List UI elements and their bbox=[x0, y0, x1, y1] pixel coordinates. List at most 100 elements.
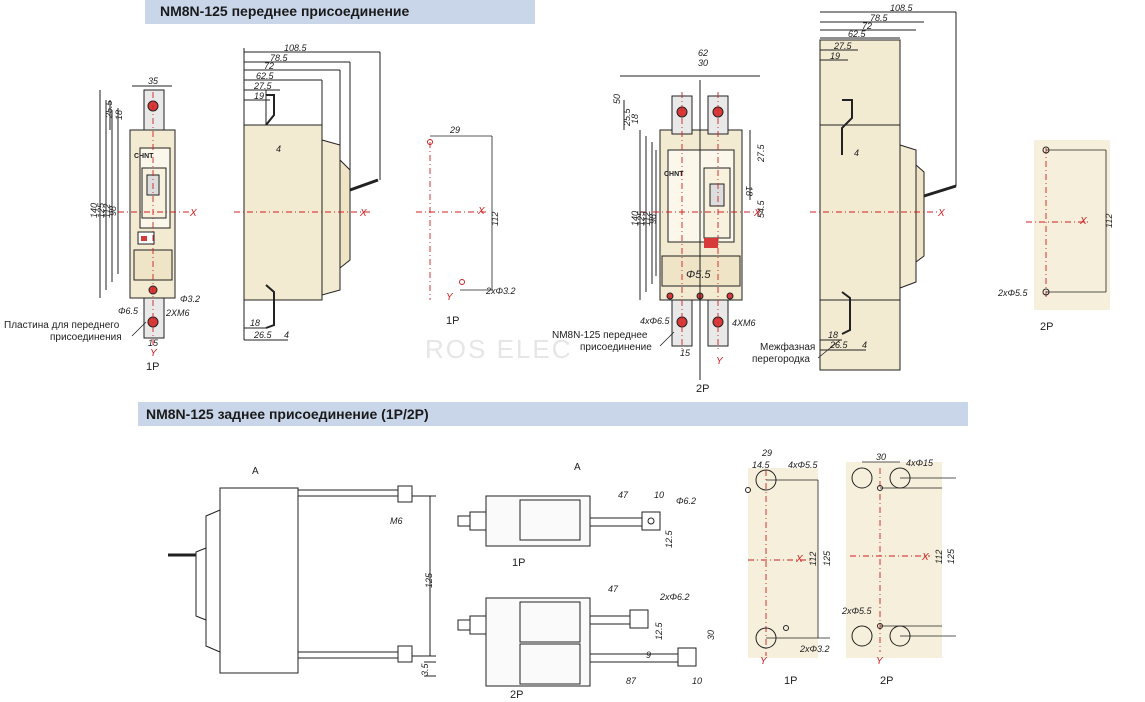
front-2p-dim-140: 140 bbox=[630, 211, 640, 226]
front-2p-hole-caption: 2P bbox=[1040, 321, 1053, 333]
front-2p-dim-125: 125 bbox=[636, 210, 646, 226]
front-2p-dim-62: 62 bbox=[698, 48, 708, 58]
front-1p-side-108-5: 108.5 bbox=[284, 43, 308, 53]
front-1p-side-62-5: 62.5 bbox=[256, 71, 275, 81]
front-1p-dim-112: 112 bbox=[102, 204, 112, 218]
rear-1p-hole-4xphi5-5: 4xΦ5.5 bbox=[788, 460, 819, 470]
front-2p-dim-27-5: 27.5 bbox=[756, 143, 766, 163]
front-2p-side-27-5: 27.5 bbox=[833, 41, 853, 51]
front-2p-side-72: 72 bbox=[862, 21, 872, 31]
front-2p-axes bbox=[640, 92, 760, 352]
front-1p-axes bbox=[118, 92, 190, 345]
front-1p-phi3-2: Φ3.2 bbox=[180, 294, 200, 304]
plate-label-line1: Пластина для переднего bbox=[4, 320, 120, 331]
front-1p-side-27-5: 27.5 bbox=[253, 81, 273, 91]
front-1p-phi6-5: Φ6.5 bbox=[118, 306, 139, 316]
rear-1p-hole-2xphi3-2: 2xΦ3.2 bbox=[799, 644, 830, 654]
front-2p-side-4b: 4 bbox=[862, 340, 867, 350]
front-1p-hole-2xphi3-2: 2xΦ3.2 bbox=[485, 286, 516, 296]
front-2p-dim-18: 18 bbox=[630, 114, 640, 124]
front-1p-side-18: 18 bbox=[250, 318, 260, 328]
rear-1p-12-5: 12.5 bbox=[664, 529, 674, 548]
rear-2p-hole-30: 30 bbox=[876, 452, 886, 462]
rear-1p-hole-axis-x: X bbox=[795, 554, 803, 565]
front-1p-hole-29: 29 bbox=[449, 125, 460, 135]
rear-2p-9: 9 bbox=[646, 650, 651, 660]
rear-2p-47: 47 bbox=[608, 584, 619, 594]
brand-label-2p: CHNT bbox=[664, 171, 684, 178]
front-1p-dim-98: 98 bbox=[108, 206, 118, 216]
front-1p-dim-125: 125 bbox=[96, 202, 106, 218]
rear-side-view bbox=[168, 485, 436, 677]
front-1p-dim-35: 35 bbox=[148, 76, 159, 86]
front-2p-dim-112: 112 bbox=[642, 212, 652, 226]
front-1p-hole-112: 112 bbox=[490, 212, 500, 226]
rear-2p-2xphi6-2: 2xΦ6.2 bbox=[659, 592, 690, 602]
front-2p-caption: 2P bbox=[696, 383, 709, 395]
front-2p-dim-15: 15 bbox=[680, 348, 691, 358]
front-1p-hole-caption: 1P bbox=[446, 315, 459, 327]
front-2p-side-19: 19 bbox=[830, 51, 840, 61]
front-1p-side-78-5: 78.5 bbox=[270, 53, 289, 63]
front-1p-side-19: 19 bbox=[254, 91, 264, 101]
rear-2p-caption: 2P bbox=[510, 689, 523, 701]
rear-section-band bbox=[138, 402, 968, 426]
rear-1p-hole-caption: 1P bbox=[784, 675, 797, 687]
front-2p-dim-30: 30 bbox=[698, 58, 708, 68]
front-1p-side-4: 4 bbox=[276, 144, 281, 154]
front-1p-dim-18: 18 bbox=[114, 110, 124, 120]
front-2p-axis-x: X bbox=[753, 208, 761, 219]
front-section-title: NM8N-125 переднее присоединение bbox=[160, 3, 410, 19]
rear-2p-hole-axis-x: X bbox=[921, 552, 929, 563]
rear-1p-hole-112: 112 bbox=[808, 552, 818, 566]
front-1p-dim-140: 140 bbox=[89, 203, 99, 218]
front-2p-axis-y: Y bbox=[716, 356, 724, 367]
rear-1p-10: 10 bbox=[654, 490, 664, 500]
rear-2p-hole-4xphi15: 4xΦ15 bbox=[906, 458, 934, 468]
front-conn-line1: NM8N-125 переднее bbox=[552, 330, 648, 341]
partition-line1: Межфазная bbox=[760, 341, 815, 353]
front-2p-dim-25-5: 25.5 bbox=[622, 107, 632, 127]
rear-2p-87: 87 bbox=[626, 676, 637, 686]
front-1p-hole-axis-x: X bbox=[477, 206, 485, 217]
rear-1p-phi6-2: Φ6.2 bbox=[676, 496, 696, 506]
front-2p-4xm6: 4XM6 bbox=[732, 318, 756, 328]
front-1p-dim-15: 15 bbox=[148, 338, 159, 348]
front-2p-side-62-5: 62.5 bbox=[848, 29, 867, 39]
front-1p-hole-axis-y: Y bbox=[446, 292, 454, 303]
front-2p-side-78-5: 78.5 bbox=[870, 13, 889, 23]
rear-1p-hole-pattern bbox=[745, 468, 830, 658]
front-2p-hole-axis-x: X bbox=[1079, 216, 1087, 227]
rear-1p-hole-29: 29 bbox=[761, 448, 772, 458]
front-2p-dim-54-5: 54.5 bbox=[756, 199, 766, 218]
front-2p-side-view bbox=[819, 11, 957, 371]
partition-line2: перегородка bbox=[752, 354, 810, 365]
front-2p-hole-pattern bbox=[1026, 140, 1110, 310]
front-2p-side-26-5: 26.5 bbox=[829, 340, 849, 350]
front-2p-dim-18b: 18 bbox=[744, 186, 754, 196]
rear-2p-hole-2xphi5-5: 2xΦ5.5 bbox=[841, 606, 873, 616]
front-1p-caption: 1P bbox=[146, 361, 159, 373]
rear-2p-hole-caption: 2P bbox=[880, 675, 893, 687]
rear-2p-30: 30 bbox=[706, 630, 716, 640]
plate-label-line2: присоединения bbox=[50, 332, 122, 343]
front-2p-dim-50: 50 bbox=[612, 94, 622, 104]
front-1p-2xm6: 2XM6 bbox=[165, 308, 190, 318]
front-2p-4xphi6-5: 4xΦ6.5 bbox=[640, 316, 671, 326]
front-1p-axis-x: X bbox=[189, 208, 197, 219]
rear-125: 125 bbox=[424, 572, 434, 588]
front-2p-side-axis-x: X bbox=[937, 208, 945, 219]
front-1p-hole-pattern bbox=[416, 135, 493, 300]
front-2p-hole-2xphi5-5: 2xΦ5.5 bbox=[997, 288, 1029, 298]
rear-2p-hole-pattern bbox=[846, 461, 956, 658]
brand-label-1p: CHNT bbox=[134, 153, 154, 160]
front-1p-dim-25-5: 25.5 bbox=[104, 99, 114, 119]
rear-2p-hole-112: 112 bbox=[934, 550, 944, 564]
rear-1p-top-view bbox=[457, 495, 661, 547]
rear-3-5: 3.5 bbox=[420, 662, 430, 676]
front-1p-axis-y: Y bbox=[150, 348, 158, 359]
rear-1p-hole-14-5: 14.5 bbox=[752, 460, 771, 470]
rear-1p-hole-axis-y: Y bbox=[760, 656, 768, 667]
rear-1p-hole-125: 125 bbox=[822, 550, 832, 566]
